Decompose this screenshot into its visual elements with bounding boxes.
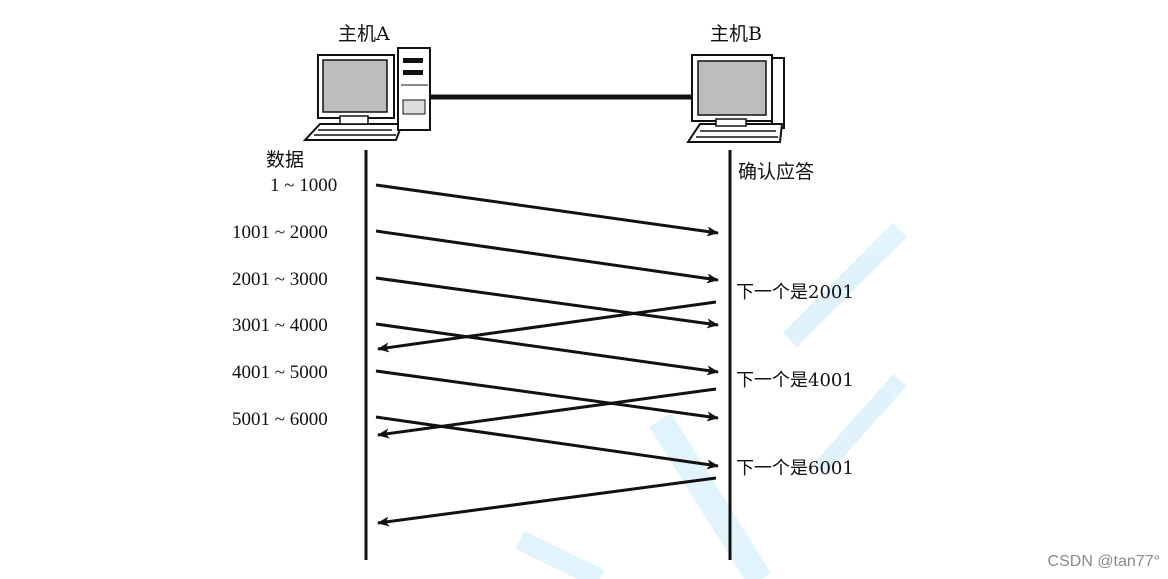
ack-arrow: [377, 476, 717, 527]
host-b-computer-icon: [686, 54, 785, 143]
host-a-computer-icon: [302, 47, 431, 141]
watermark-text: CSDN @tan77°: [1047, 553, 1160, 570]
data-arrow: [375, 276, 719, 329]
data-arrow: [375, 229, 719, 284]
watermark-stripes: [515, 222, 908, 579]
data-arrows: [375, 183, 719, 470]
ack-label: 下一个是2001: [736, 282, 854, 303]
host-a-label: 主机A: [338, 23, 390, 45]
segment-label: 2001 ~ 3000: [232, 269, 328, 290]
ack-arrow: [377, 387, 717, 439]
receiver-column-label: 确认应答: [738, 161, 814, 183]
data-arrow: [375, 369, 719, 422]
data-arrow: [375, 415, 719, 470]
sender-column-label: 数据: [266, 149, 304, 171]
segment-label: 3001 ~ 4000: [232, 315, 328, 336]
segment-label: 5001 ~ 6000: [232, 409, 328, 430]
data-arrow: [375, 322, 719, 376]
segment-label: 1001 ~ 2000: [232, 222, 328, 243]
segment-label: 4001 ~ 5000: [232, 362, 328, 383]
data-arrow: [375, 183, 719, 237]
ack-label: 下一个是4001: [736, 370, 854, 391]
segment-label: 1 ~ 1000: [270, 175, 337, 196]
ack-arrow: [377, 300, 717, 353]
ack-label: 下一个是6001: [736, 458, 854, 479]
host-b-label: 主机B: [710, 23, 762, 45]
ack-arrows: [377, 300, 717, 527]
